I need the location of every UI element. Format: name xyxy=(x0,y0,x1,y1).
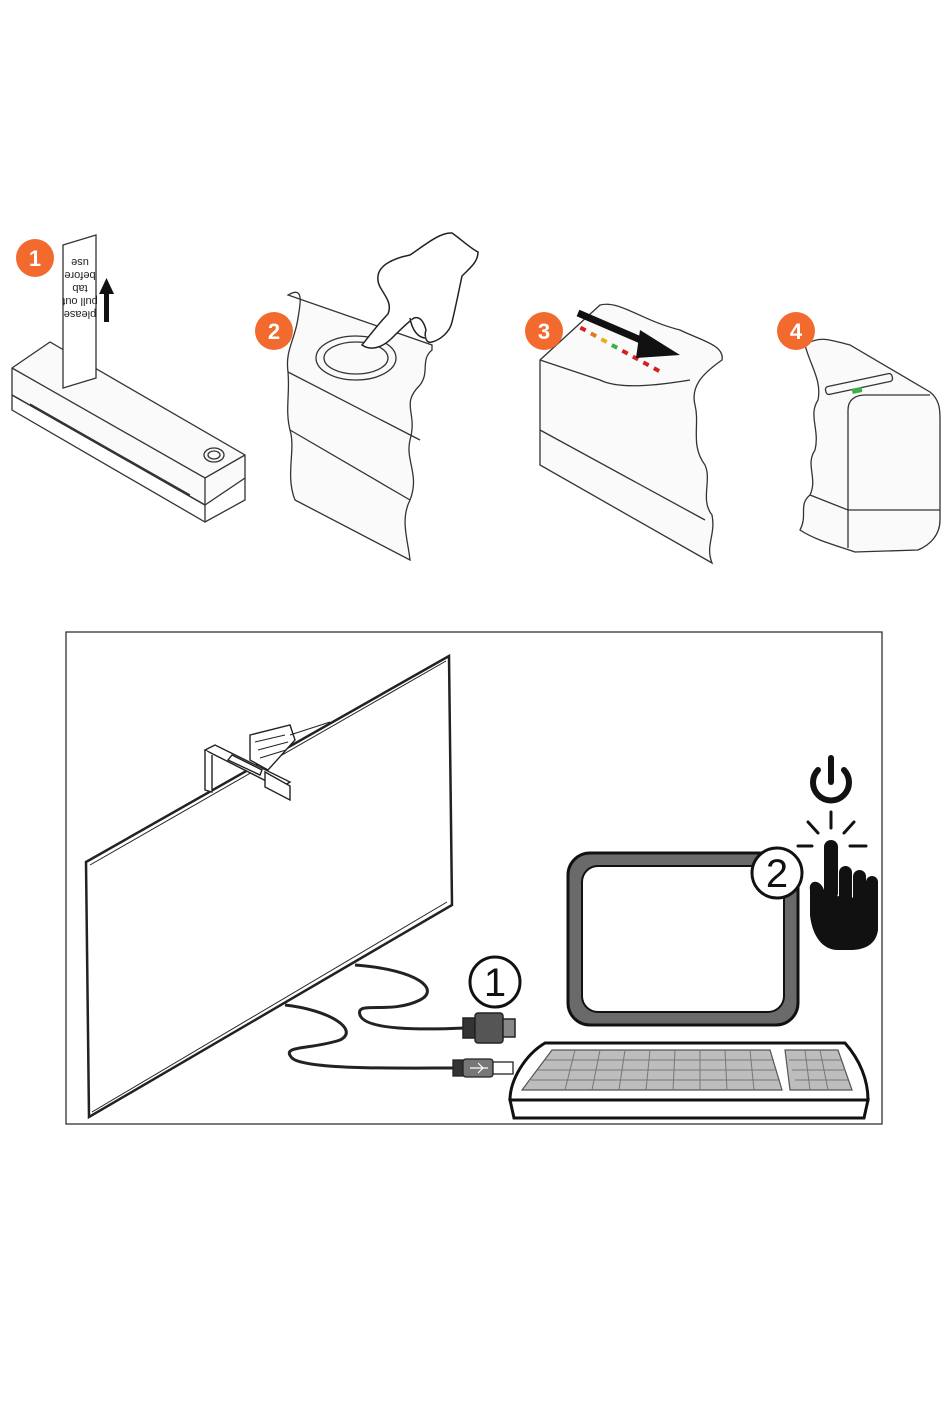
power-icon xyxy=(813,758,849,800)
usb-connector-icon xyxy=(453,1059,513,1077)
step-3-device xyxy=(540,304,722,563)
step-badge-3: 3 xyxy=(525,312,563,350)
usb-cable xyxy=(285,1005,455,1068)
keyboard xyxy=(510,1043,868,1118)
step-badge-2: 2 xyxy=(255,312,293,350)
pointing-hand-icon xyxy=(362,233,478,348)
pull-tab: please pull out tab before use xyxy=(62,235,97,388)
cable-step-label: 1 xyxy=(470,957,520,1007)
step-badge-4: 4 xyxy=(777,312,815,350)
step-2-device xyxy=(287,292,432,560)
vga-cable xyxy=(355,965,465,1029)
tab-line-2: pull out xyxy=(62,295,97,307)
svg-text:1: 1 xyxy=(484,961,506,1005)
power-step-label: 2 xyxy=(752,848,802,898)
svg-text:4: 4 xyxy=(790,319,803,344)
hand-press-icon xyxy=(810,840,878,950)
step-1-device xyxy=(12,342,245,522)
up-arrow-icon xyxy=(99,278,114,322)
svg-text:1: 1 xyxy=(29,246,41,271)
tab-line-4: before xyxy=(64,269,95,281)
svg-text:2: 2 xyxy=(268,319,280,344)
svg-text:3: 3 xyxy=(538,319,550,344)
step-badge-1: 1 xyxy=(16,239,54,277)
tab-line-1: please xyxy=(64,308,96,320)
tab-line-3: tab xyxy=(72,282,87,294)
step-4-device xyxy=(800,339,940,552)
tab-line-5: use xyxy=(71,256,89,268)
vga-connector-icon xyxy=(463,1013,515,1043)
whiteboard xyxy=(86,656,452,1117)
svg-text:2: 2 xyxy=(766,852,788,896)
